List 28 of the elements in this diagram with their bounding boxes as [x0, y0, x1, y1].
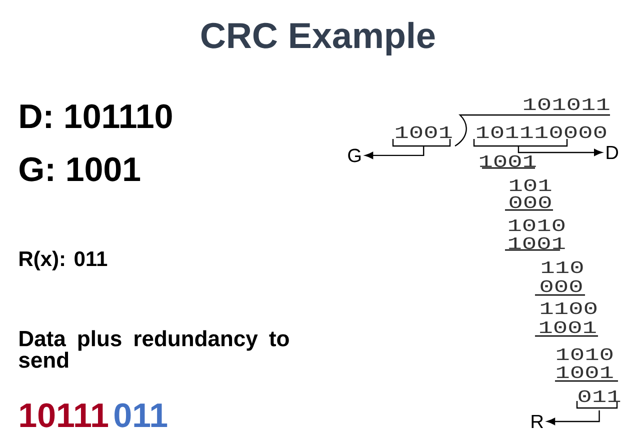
- arrow: [364, 146, 424, 159]
- division-row: 000: [540, 280, 582, 292]
- division-row: 101: [510, 179, 552, 192]
- heading-text: D: 101110: [20, 104, 172, 128]
- division-row: 110: [542, 261, 583, 274]
- arrow: [518, 146, 602, 156]
- division-row: 1001: [508, 237, 565, 250]
- data-bits: 10111: [20, 403, 108, 428]
- division-row: 1010: [508, 219, 564, 232]
- division-row: 000: [510, 196, 551, 208]
- description-text: Data plus redundancy to send: [18, 330, 289, 368]
- heading-text: G: 1001: [20, 157, 140, 182]
- divisor-digits: 1001: [396, 126, 452, 138]
- division-row: 1001: [540, 321, 596, 334]
- quotient-digits: 101011: [524, 98, 610, 110]
- dividend-digits: 101110000: [476, 126, 606, 138]
- remainder-digits: 011: [578, 390, 620, 402]
- letter: G: [348, 148, 361, 162]
- letter: R: [532, 414, 544, 428]
- remainder-text: R(x): 011: [20, 250, 108, 270]
- title: CRC Example: [201, 22, 435, 56]
- division-row: 1010: [556, 348, 612, 360]
- division-row: 1001: [556, 366, 613, 378]
- redundancy-bits: 011: [114, 403, 168, 428]
- arrow: [546, 410, 600, 425]
- division-row: 1100: [540, 302, 596, 314]
- letter: D: [606, 146, 618, 159]
- division-row: 1001: [480, 155, 536, 168]
